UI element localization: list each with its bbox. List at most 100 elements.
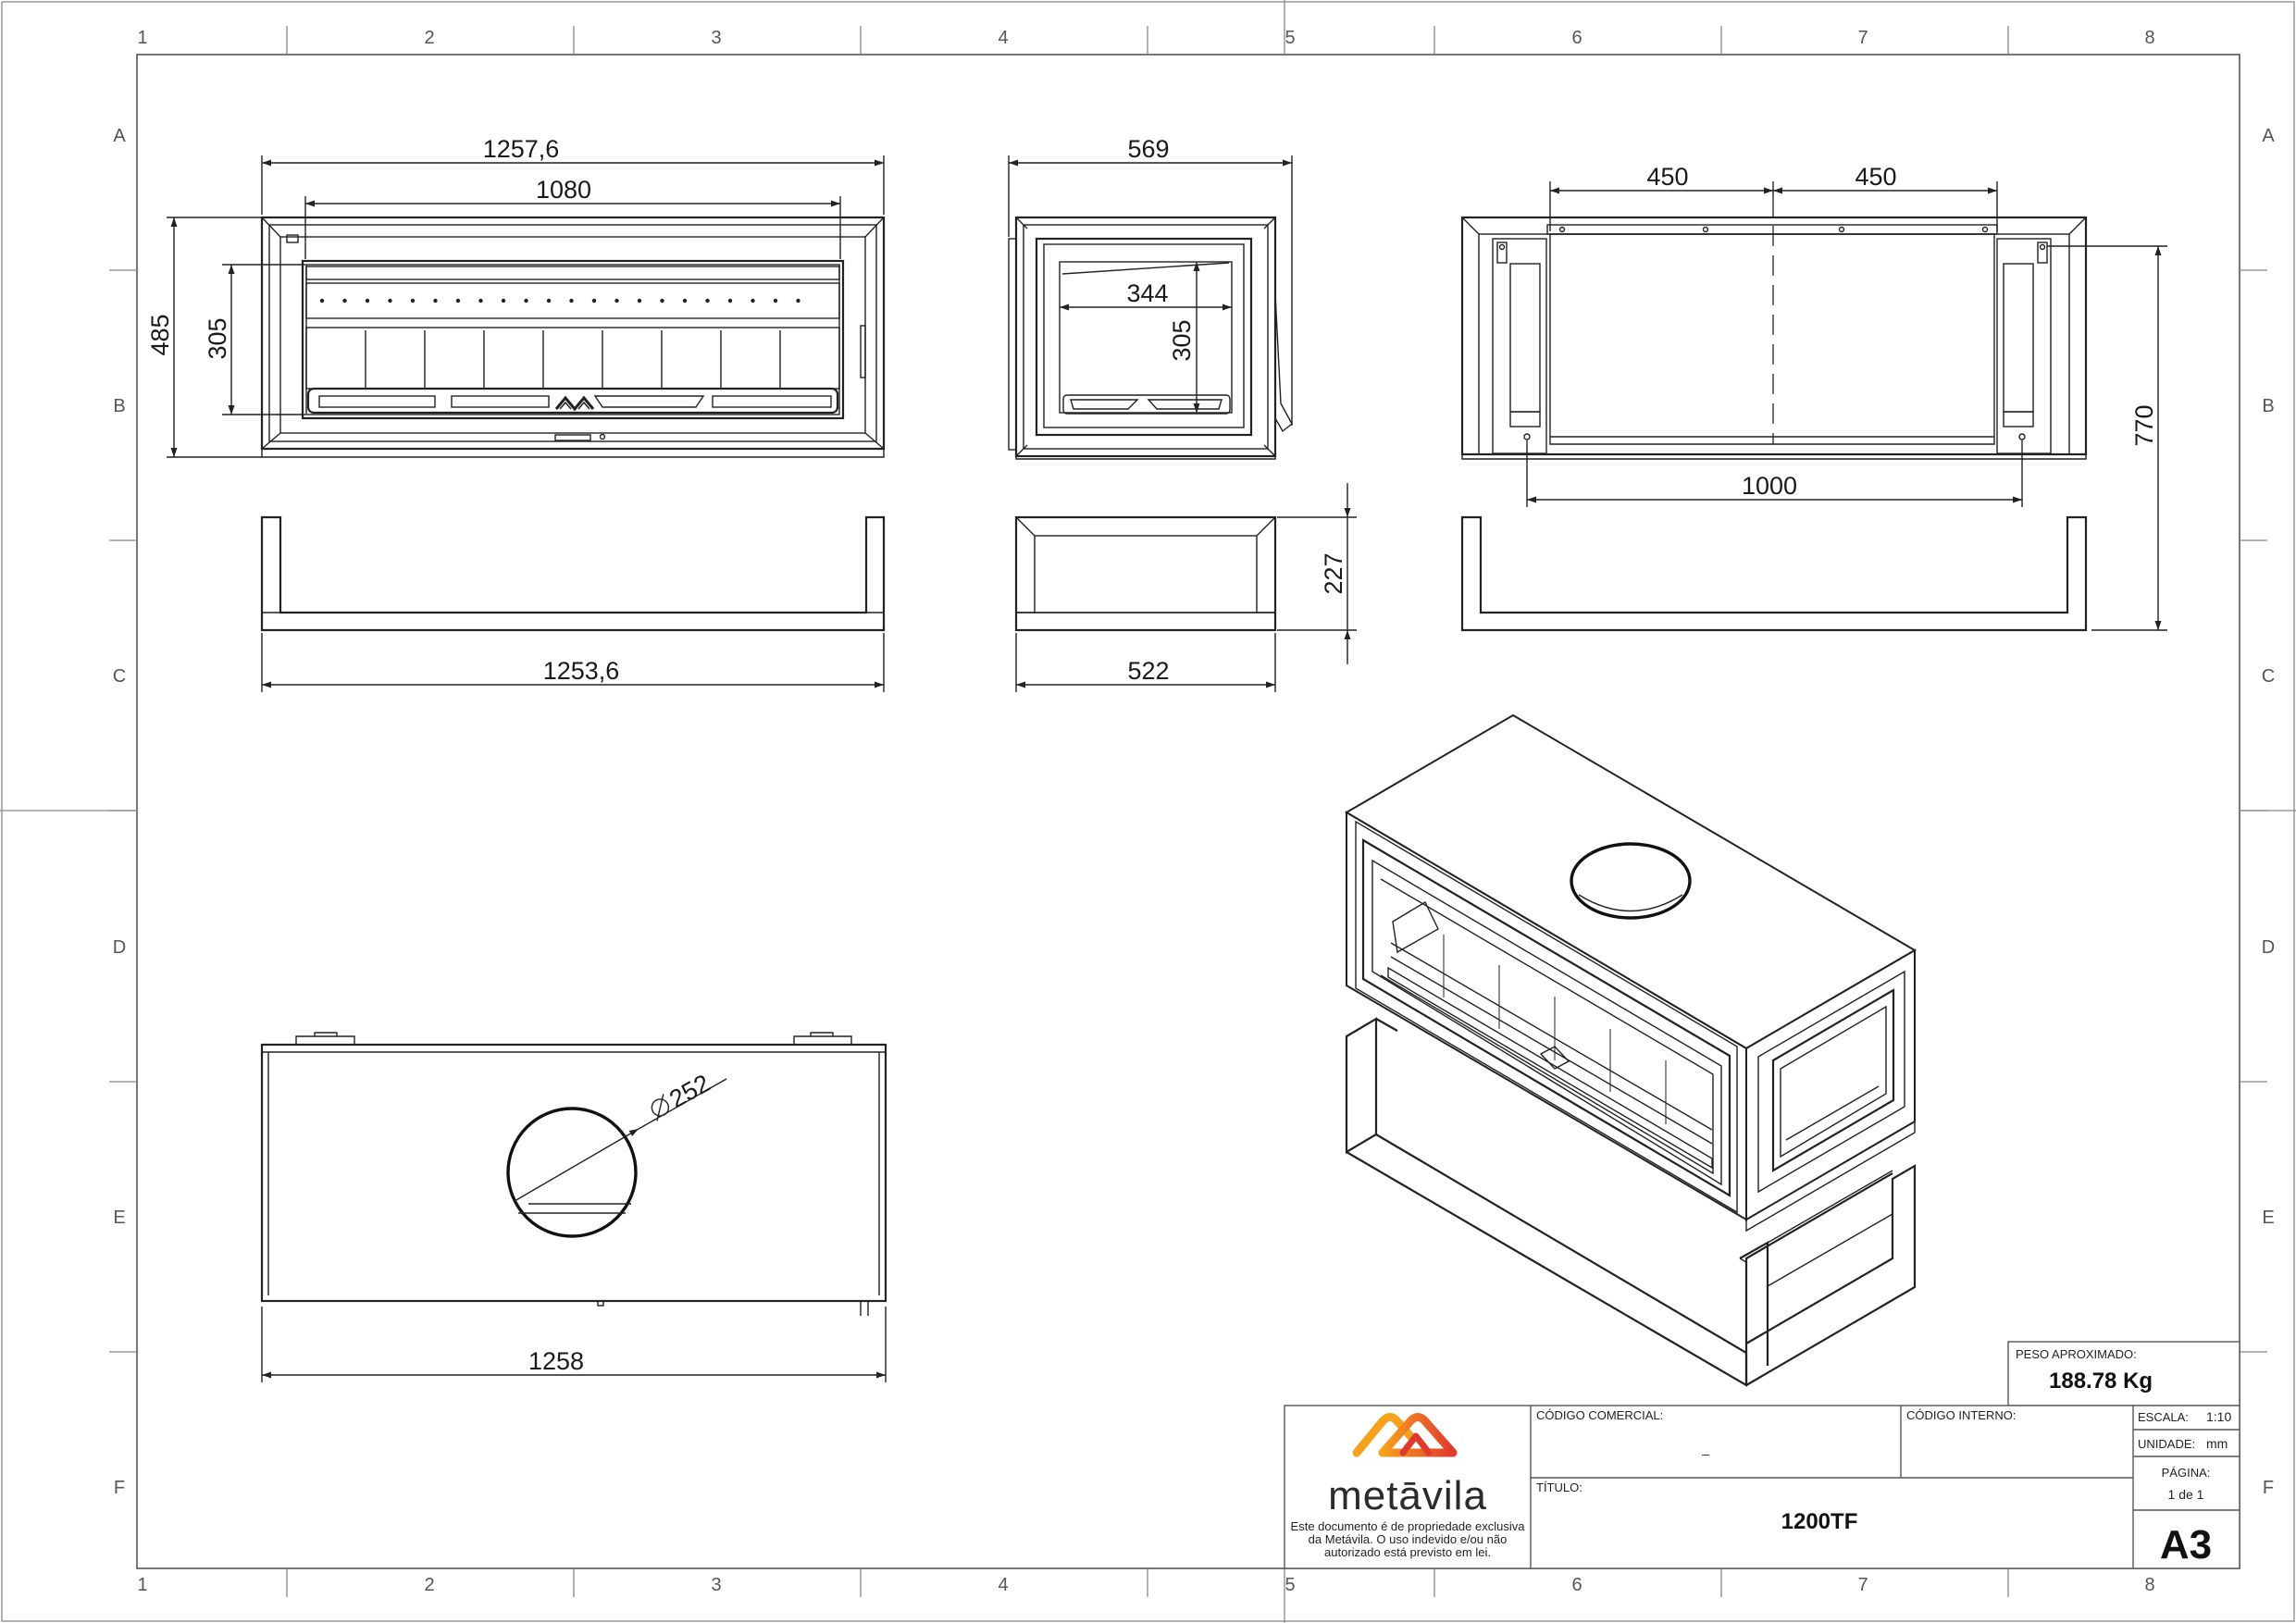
air-hole: [773, 298, 778, 304]
notice-line-1: Este documento é de propriedade exclusiv…: [1291, 1519, 1526, 1533]
base-side-view: [1014, 515, 1277, 632]
grid-col-bottom-5: 5: [1285, 1575, 1295, 1595]
notice-line-3: autorizado está previsto em lei.: [1324, 1545, 1491, 1559]
air-hole: [388, 298, 392, 304]
metavila-logo-text: metāvila: [1328, 1473, 1487, 1518]
escala-value: 1:10: [2206, 1409, 2231, 1424]
grid-col-top-7: 7: [1857, 28, 1868, 48]
dim-front-width: 1257,6: [483, 135, 560, 163]
grid-row-right-E: E: [2262, 1208, 2274, 1228]
dimension-labels: 1257,6 1080 485 305 569 344 305 450 450 …: [146, 135, 2158, 1375]
dim-front-height: 485: [146, 314, 174, 355]
top-view: [260, 1032, 887, 1316]
air-hole: [591, 298, 597, 304]
air-hole: [751, 298, 755, 304]
pagina-value: 1 de 1: [2168, 1487, 2204, 1502]
back-view: [1460, 196, 2088, 460]
air-hole: [319, 298, 325, 304]
grid-row-left-D: D: [113, 937, 126, 958]
grid-col-bottom-2: 2: [424, 1575, 434, 1595]
titulo-value: 1200TF: [1781, 1509, 1858, 1534]
air-hole: [501, 298, 506, 304]
codigo-comercial-value: _: [1701, 1441, 1709, 1456]
grid-col-bottom-3: 3: [711, 1575, 721, 1595]
sheet-size: A3: [2160, 1522, 2212, 1567]
dim-back-total-height: 770: [2130, 404, 2158, 446]
base-front-view: [260, 515, 886, 632]
grid-col-top-8: 8: [2144, 28, 2154, 48]
codigo-interno-label: CÓDIGO INTERNO:: [1906, 1408, 2016, 1422]
air-hole: [524, 298, 528, 304]
isometric-view: [1345, 713, 1917, 1387]
dimension-lines: [167, 155, 2167, 1382]
front-view: [260, 216, 886, 458]
grid-row-right-C: C: [2262, 666, 2275, 687]
air-hole: [569, 298, 574, 304]
metavila-logo-icon: [1352, 1413, 1458, 1457]
dim-flue-diameter: 252: [664, 1069, 714, 1113]
grid-row-right-B: B: [2262, 396, 2274, 416]
air-hole: [614, 298, 619, 304]
air-hole: [365, 298, 370, 304]
air-hole: [727, 298, 733, 304]
grid-col-top-2: 2: [424, 28, 434, 48]
dim-side-glass-height: 305: [1168, 319, 1196, 361]
air-hole: [410, 298, 416, 304]
air-hole: [637, 298, 642, 304]
grid-col-top-4: 4: [998, 28, 1008, 48]
title-block: PESO APROXIMADO: 188.78 Kg metāvila Este…: [1284, 1341, 2240, 1569]
dim-top-width: 1258: [528, 1347, 584, 1375]
dim-front-glass-height: 305: [204, 317, 231, 359]
peso-value: 188.78 Kg: [2049, 1369, 2153, 1394]
air-hole: [796, 298, 800, 304]
air-hole: [342, 298, 347, 304]
air-hole: [682, 298, 688, 304]
grid-row-right-D: D: [2262, 937, 2275, 958]
air-hole: [660, 298, 664, 304]
unidade-value: mm: [2206, 1436, 2228, 1451]
air-holes: [319, 298, 800, 304]
dim-base-front-width: 1253,6: [543, 657, 620, 685]
air-hole: [705, 298, 710, 304]
grid-row-right-F: F: [2263, 1478, 2274, 1498]
grid-row-right-A: A: [2262, 126, 2275, 146]
base-back-view: [1460, 515, 2088, 632]
dim-base-side-width: 522: [1127, 657, 1169, 685]
dim-back-bottom-width: 1000: [1742, 472, 1797, 500]
dim-back-right-half: 450: [1855, 163, 1896, 191]
dim-base-height: 227: [1320, 552, 1347, 594]
air-hole: [455, 298, 461, 304]
air-hole: [433, 298, 438, 304]
grid-row-left-E: E: [113, 1208, 125, 1228]
grid-row-left-A: A: [113, 126, 126, 146]
dim-side-width: 569: [1127, 135, 1169, 163]
grid-col-top-3: 3: [711, 28, 721, 48]
peso-label: PESO APROXIMADO:: [2016, 1347, 2137, 1361]
grid-row-left-B: B: [113, 396, 125, 416]
notice-line-2: da Metávila. O uso indevido e/ou não: [1309, 1532, 1508, 1546]
grid-col-top-1: 1: [137, 28, 147, 48]
pagina-label: PÁGINA:: [2162, 1466, 2211, 1480]
escala-label: ESCALA:: [2138, 1410, 2189, 1424]
grid-col-top-6: 6: [1571, 28, 1582, 48]
titulo-label: TÍTULO:: [1536, 1481, 1582, 1494]
dim-side-glass-width: 344: [1126, 279, 1168, 307]
grid-col-bottom-7: 7: [1857, 1575, 1868, 1595]
air-hole: [546, 298, 552, 304]
grid-col-bottom-1: 1: [137, 1575, 147, 1595]
grid-col-top-5: 5: [1285, 28, 1295, 48]
grid-col-bottom-8: 8: [2144, 1575, 2154, 1595]
dim-back-left-half: 450: [1646, 163, 1688, 191]
grid-col-bottom-4: 4: [998, 1575, 1008, 1595]
flue-outlet-circle: [506, 1107, 638, 1238]
grid-row-left-F: F: [114, 1478, 125, 1498]
air-hole: [478, 298, 483, 304]
dim-flue-diameter-group: 252: [651, 1069, 714, 1121]
grid-row-left-C: C: [113, 666, 126, 687]
codigo-comercial-label: CÓDIGO COMERCIAL:: [1536, 1408, 1663, 1422]
logo-mark-front: [554, 395, 595, 412]
unidade-label: UNIDADE:: [2138, 1437, 2195, 1451]
dim-front-inner-width: 1080: [536, 176, 591, 204]
